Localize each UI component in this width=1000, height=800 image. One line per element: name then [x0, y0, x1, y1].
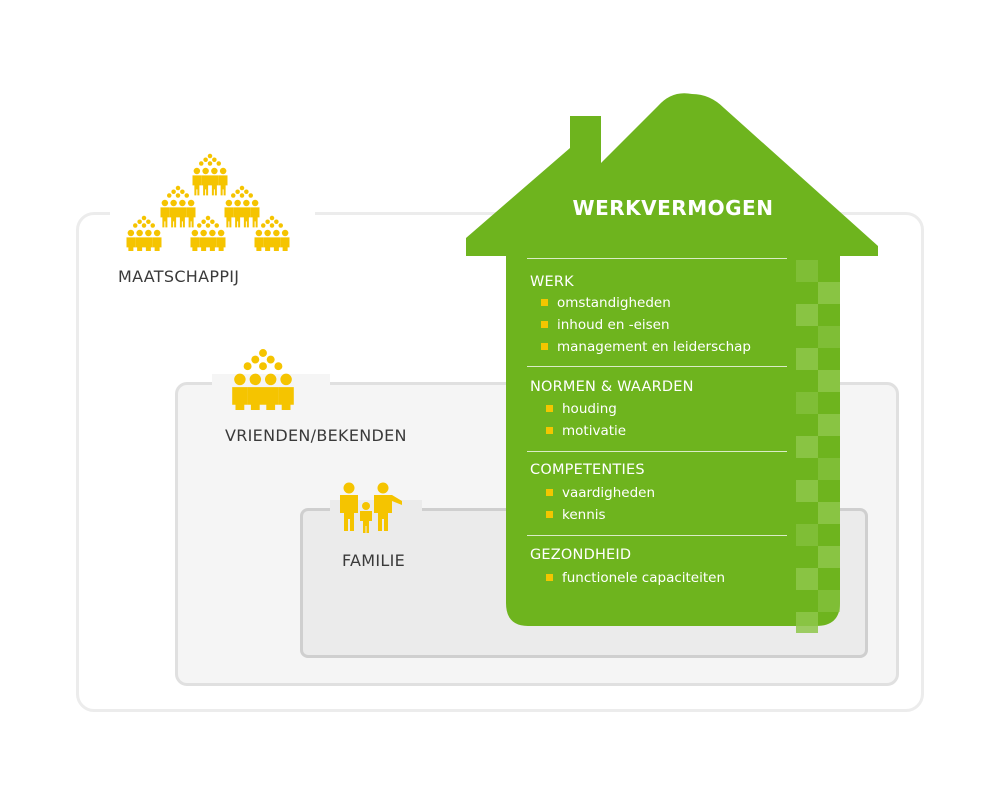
maatschappij-label: MAATSCHAPPIJ — [118, 267, 240, 286]
bullet-square-icon — [541, 342, 548, 350]
list-item: kennis — [546, 507, 606, 523]
top-divider — [527, 258, 787, 259]
bullet-square-icon — [546, 488, 553, 496]
list-item: inhoud en -eisen — [541, 317, 670, 333]
bullet-square-icon — [546, 510, 553, 518]
bullet-square-icon — [541, 320, 548, 328]
bullet-square-icon — [546, 573, 553, 581]
house-title: WERKVERMOGEN — [572, 196, 774, 220]
bullet-square-icon — [546, 426, 553, 434]
bullet-square-icon — [541, 298, 548, 306]
list-item: vaardigheden — [546, 485, 655, 501]
list-item: management en leiderschap — [541, 339, 751, 355]
list-item: houding — [546, 401, 617, 417]
list-item: functionele capaciteiten — [546, 570, 725, 586]
list-item: omstandigheden — [541, 295, 671, 311]
section-divider — [527, 366, 787, 367]
section-title-gezondheid: GEZONDHEID — [530, 547, 632, 563]
crowd-icon — [126, 153, 290, 251]
vrienden-bekenden-label: VRIENDEN/BEKENDEN — [225, 426, 407, 445]
section-divider — [527, 451, 787, 452]
section-title-normen-waarden: NORMEN & WAARDEN — [530, 379, 694, 395]
section-title-competenties: COMPETENTIES — [530, 462, 645, 478]
house-shape — [466, 93, 878, 633]
section-divider — [527, 535, 787, 536]
group-icon — [232, 349, 294, 410]
section-title-werk: WERK — [530, 274, 574, 290]
family-icon — [340, 482, 402, 533]
list-item: motivatie — [546, 423, 626, 439]
bullet-square-icon — [546, 404, 553, 412]
familie-label: FAMILIE — [342, 551, 406, 570]
